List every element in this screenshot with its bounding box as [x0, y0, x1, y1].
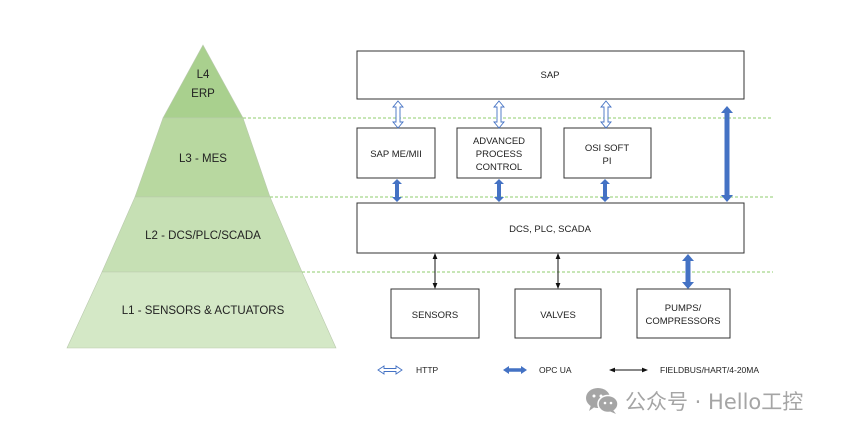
pyramid-label-l1: L1 - SENSORS & ACTUATORS — [122, 305, 285, 317]
legend-http-arrow-icon — [377, 365, 403, 375]
box-apc-label-1: ADVANCED — [473, 136, 525, 147]
box-pumps-label-1: PUMPS/ — [665, 303, 702, 314]
box-valves-label: VALVES — [540, 310, 576, 321]
opc-arrow-osi — [600, 179, 610, 202]
box-pumps-compressors — [636, 288, 731, 339]
legend-fieldbus-label: FIELDBUS/HART/4-20MA — [660, 365, 759, 375]
opc-arrow-pumps — [682, 254, 694, 289]
box-apc-label-2: PROCESS — [476, 149, 522, 160]
http-arrow-osi — [600, 100, 612, 129]
box-dcs-label: DCS, PLC, SCADA — [509, 224, 591, 235]
pyramid-label-l2: L2 - DCS/PLC/SCADA — [145, 230, 261, 242]
legend-opc-arrow-icon — [503, 366, 527, 374]
box-sap-label: SAP — [540, 70, 559, 81]
pyramid-label-l4-line2: ERP — [191, 88, 215, 100]
box-sap — [356, 50, 745, 100]
legend-opc-label: OPC UA — [539, 365, 572, 375]
box-osi-label-1: OSI SOFT — [585, 143, 630, 154]
watermark-text: 公众号 · Hello工控 — [625, 390, 804, 414]
box-sap-me-mii — [356, 127, 436, 179]
box-sensors — [390, 288, 480, 339]
opc-arrow-sap-me-mii — [392, 179, 402, 202]
http-arrow-apc — [493, 100, 505, 129]
http-arrow-sap-me-mii — [392, 100, 404, 129]
box-valves — [514, 288, 602, 339]
box-sap-me-mii-label: SAP ME/MII — [370, 149, 422, 160]
box-pumps-label-2: COMPRESSORS — [646, 316, 721, 327]
box-osi-label-2: PI — [603, 156, 612, 167]
wechat-icon — [586, 388, 619, 414]
box-advanced-process-control — [456, 127, 542, 179]
pyramid-level-l1 — [66, 271, 337, 349]
opc-arrow-apc — [494, 179, 504, 202]
pyramid-level-l4 — [162, 44, 244, 119]
opc-arrow-sap-dcs — [721, 106, 733, 202]
level-dividers — [243, 117, 773, 273]
pyramid-label-l4-line1: L4 — [197, 69, 210, 81]
watermark: 公众号 · Hello工控 — [585, 386, 803, 416]
pyramid: L4 ERP L3 - MES L2 - DCS/PLC/SCADA L1 - … — [66, 44, 337, 349]
pyramid-label-l3: L3 - MES — [179, 153, 227, 165]
box-sensors-label: SENSORS — [412, 310, 458, 321]
legend: HTTP OPC UA FIELDBUS/HART/4-20MA — [377, 365, 759, 375]
box-osi-soft-pi — [563, 127, 652, 179]
legend-http-label: HTTP — [416, 365, 439, 375]
box-dcs-plc-scada — [356, 202, 745, 254]
box-apc-label-3: CONTROL — [476, 162, 522, 173]
